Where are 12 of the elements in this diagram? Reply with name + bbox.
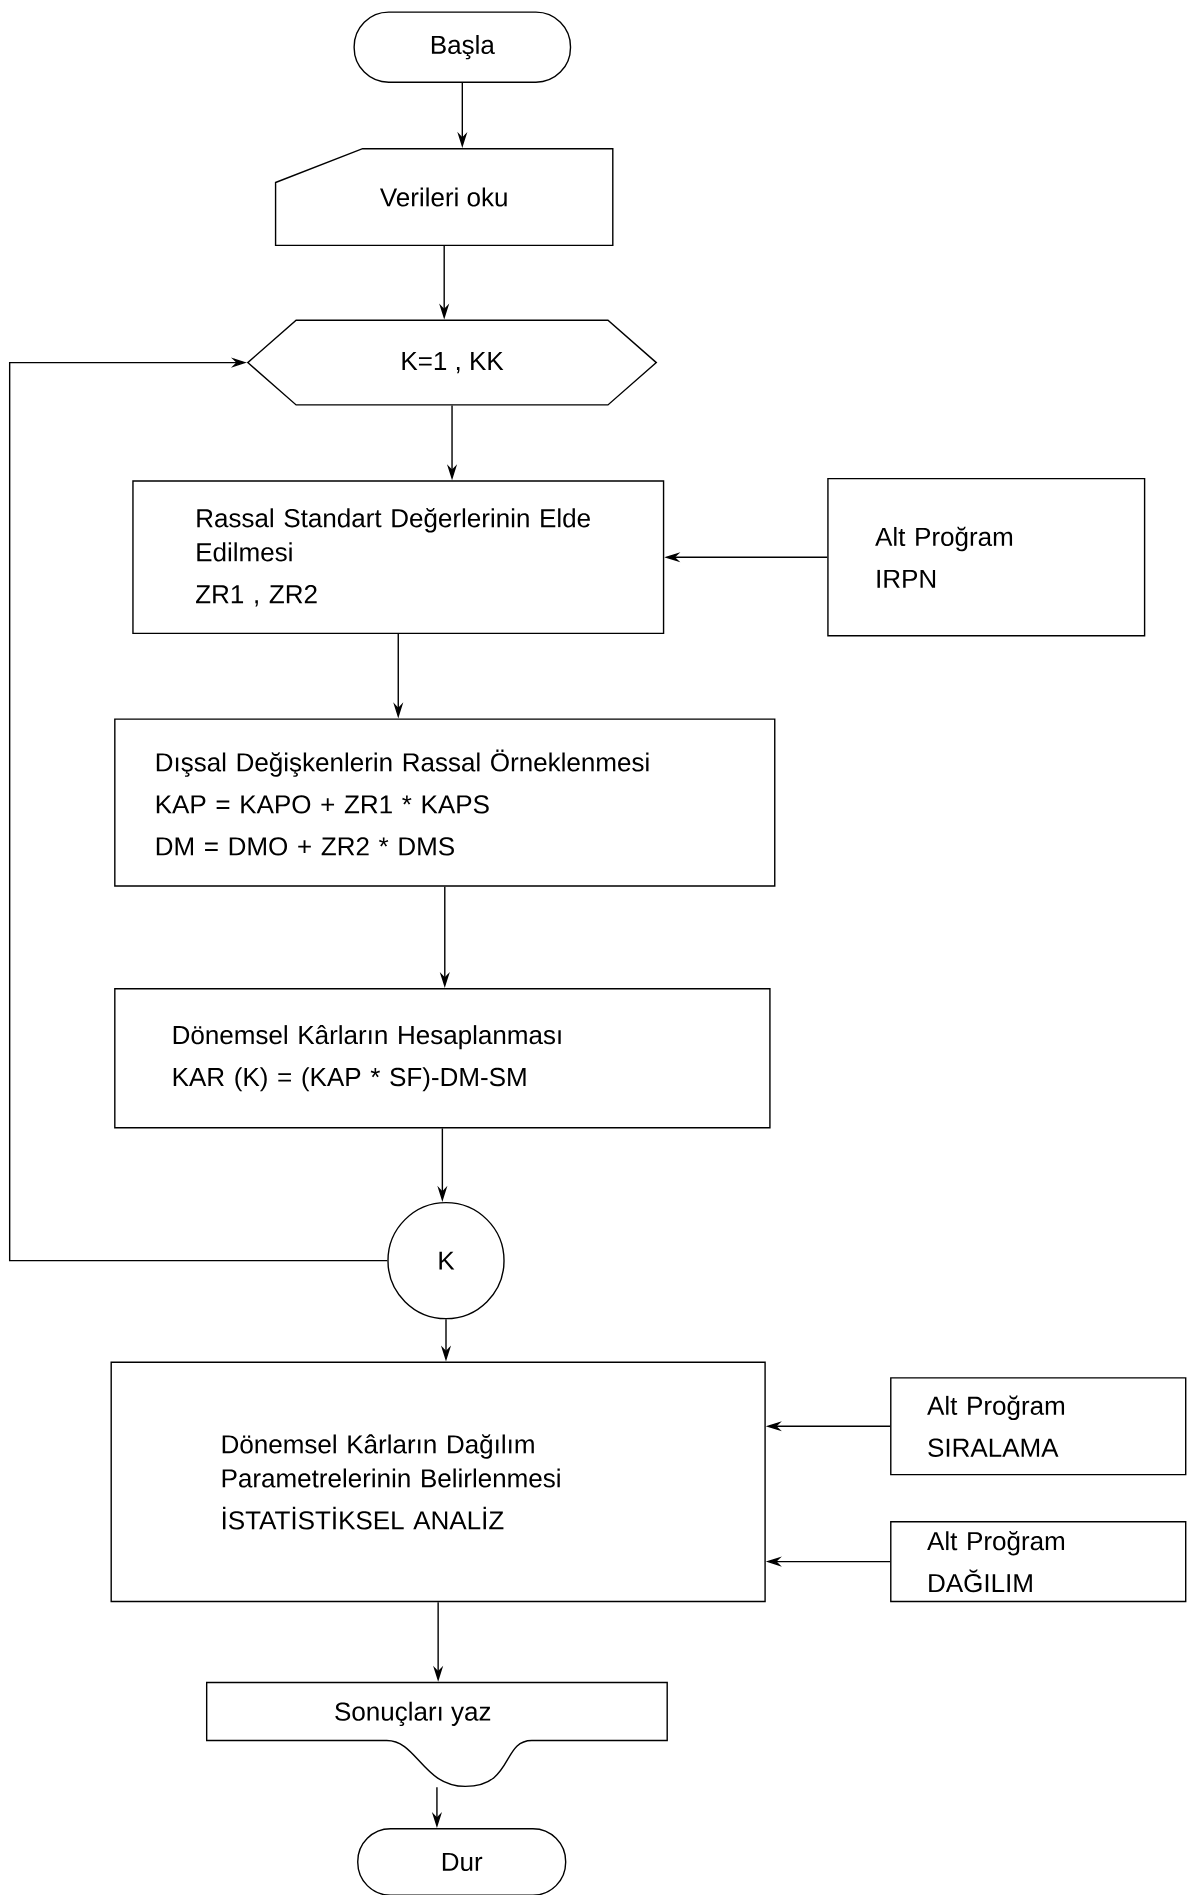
process-box: Alt Proğram IRPN: [827, 477, 1146, 637]
arrow: [8, 357, 388, 1262]
input-box: Verileri oku: [274, 148, 614, 247]
process-box: Rassal Standart Değerlerinin Elde Edilmesi ZR1 , ZR2: [132, 480, 665, 635]
process-box: Dönemsel Kârların Hesaplanması KAR (K) = (KAP * SF)-DM-SM: [114, 988, 771, 1129]
terminal-box: Başla: [353, 11, 572, 83]
process-box: Dönemsel Kârların Dağılım Parametrelerinin Belirlenmesi İSTATİSTİKSEL ANALİZ: [110, 1361, 766, 1603]
terminal-box: Dur: [357, 1828, 567, 1895]
process-box: Alt Proğram SIRALAMA: [890, 1377, 1187, 1476]
process-box: Dışsal Değişkenlerin Rassal Örneklenmesi KAP = KAPO + ZR1 * KAPS DM = DMO + ZR2 * DMS: [114, 718, 776, 887]
process-box: Alt Proğram DAĞILIM: [890, 1521, 1187, 1603]
output-document: Sonuçları yaz: [206, 1681, 668, 1788]
